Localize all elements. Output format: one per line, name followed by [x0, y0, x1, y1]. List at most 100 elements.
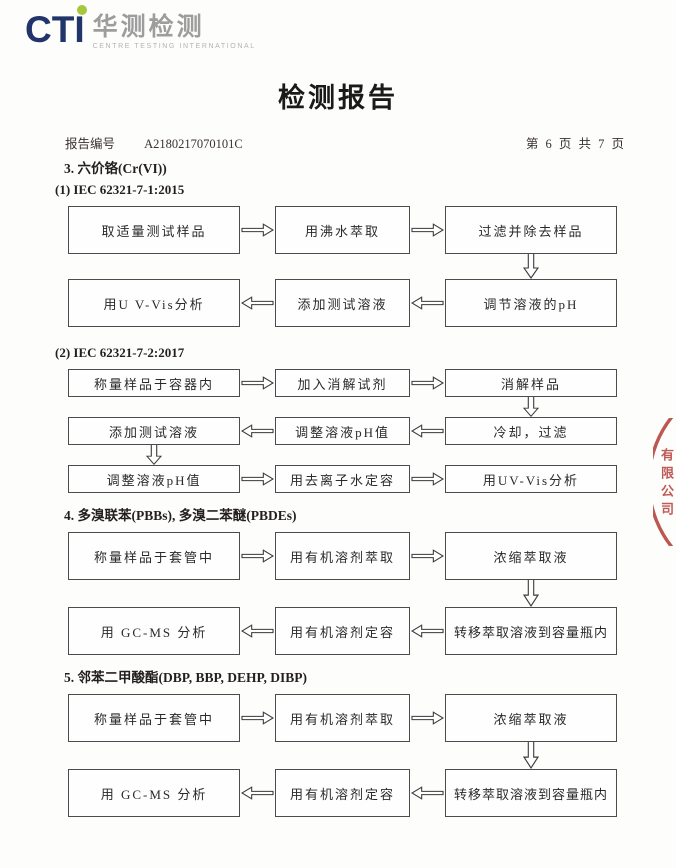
- arrow-down-icon: [523, 580, 539, 607]
- flow-row: 添加测试溶液 调整溶液pH值 冷却，过滤: [68, 417, 618, 445]
- flow-step-label: 用有机溶剂萃取: [290, 549, 396, 565]
- flow-step-label: 转移萃取溶液到容量瓶内: [453, 786, 608, 802]
- flow-row: 取适量测试样品 用沸水萃取 过滤并除去样品: [68, 206, 618, 254]
- cti-logo: CTI: [25, 5, 87, 50]
- flow-row: 用U V-Vis分析 添加测试溶液 调节溶液的pH: [68, 279, 618, 327]
- arrow-right-icon: [411, 711, 445, 725]
- arrow-right-icon: [411, 549, 445, 563]
- arrow-left-icon: [240, 624, 274, 638]
- logo-row: CTI 华测检测 CENTRE TESTING INTERNATIONAL: [0, 0, 676, 50]
- page-indicator: 第 6 页 共 7 页: [525, 137, 626, 151]
- meta-row: 报告编号 A2180217070101C 第 6 页 共 7 页: [65, 133, 626, 152]
- flow-connector-row: [68, 254, 617, 279]
- flow-step-box: 称量样品于套管中: [68, 532, 241, 580]
- flow-step-label: 用有机溶剂定容: [290, 786, 396, 802]
- flow-step-box: 用沸水萃取: [274, 206, 411, 254]
- flow-connector-row: [68, 445, 617, 465]
- flowchart-cr6-method1: 取适量测试样品 用沸水萃取 过滤并除去样品 用U V-Vis分析 添加测试溶液 …: [0, 206, 676, 327]
- flow-step-box: 用有机溶剂定容: [274, 607, 411, 655]
- arrow-left-icon: [411, 624, 444, 638]
- flow-step-label: 用有机溶剂萃取: [290, 711, 396, 727]
- report-title: 检测报告: [278, 83, 398, 113]
- arrow-right-icon: [411, 472, 445, 486]
- flow-arrow-cell: [240, 465, 275, 493]
- flow-step-box: 用去离子水定容: [274, 465, 411, 493]
- flow-step-box: 用有机溶剂定容: [274, 769, 411, 817]
- flow-step-label: 浓缩萃取液: [493, 549, 569, 565]
- arrow-left-icon: [411, 786, 444, 800]
- flow-step-label: 添加测试溶液: [109, 424, 200, 440]
- section-heading-4: 4. 多溴联苯(PBBs), 多溴二苯醚(PBDEs): [64, 508, 297, 523]
- arrow-right-icon: [241, 376, 274, 390]
- flow-step-box: 添加测试溶液: [68, 417, 241, 445]
- flow-arrow-cell: [240, 532, 275, 580]
- flow-step-box: 浓缩萃取液: [444, 532, 618, 580]
- flow-step-label: 加入消解试剂: [297, 376, 388, 392]
- flow-arrow-cell: [240, 369, 275, 397]
- flow-step-box: 称量样品于容器内: [68, 369, 241, 397]
- company-name-cn: 华测检测: [92, 13, 205, 41]
- flow-arrow-cell: [410, 206, 445, 254]
- flow-step-label: 用沸水萃取: [305, 223, 381, 239]
- flow-step-label: 转移萃取溶液到容量瓶内: [453, 624, 608, 640]
- arrow-right-icon: [241, 472, 274, 486]
- section-heading-5: 5. 邻苯二甲酸酯(DBP, BBP, DEHP, DIBP): [64, 670, 308, 685]
- arrow-left-icon: [240, 424, 274, 438]
- flow-step-box: 消解样品: [444, 369, 618, 397]
- flow-step-box: 转移萃取溶液到容量瓶内: [444, 769, 618, 817]
- flow-step-label: 浓缩萃取液: [493, 711, 569, 727]
- flow-step-box: 用U V-Vis分析: [68, 279, 241, 327]
- flow-arrow-cell: [240, 607, 275, 655]
- flow-step-label: 调整溶液pH值: [106, 472, 202, 488]
- flow-step-label: 用 GC-MS 分析: [100, 786, 208, 802]
- arrow-right-icon: [241, 711, 274, 725]
- arrow-right-icon: [241, 223, 274, 237]
- arrow-right-icon: [241, 549, 274, 563]
- report-number-value: A2180217070101C: [144, 137, 243, 151]
- flow-step-label: 用有机溶剂定容: [290, 624, 396, 640]
- flow-arrow-cell: [410, 279, 445, 327]
- arrow-right-icon: [411, 223, 445, 237]
- flow-step-box: 用有机溶剂萃取: [274, 694, 411, 742]
- flow-arrow-cell: [410, 532, 445, 580]
- flow-arrow-cell: [240, 417, 275, 445]
- flowchart-pbb-pbde: 称量样品于套管中 用有机溶剂萃取 浓缩萃取液 用 GC-MS 分析 用有机溶剂定…: [0, 532, 676, 655]
- report-number: 报告编号 A2180217070101C: [65, 133, 243, 152]
- flow-arrow-cell: [410, 694, 445, 742]
- flow-connector-row: [68, 397, 617, 417]
- flow-step-box: 加入消解试剂: [274, 369, 411, 397]
- flow-row: 称量样品于容器内 加入消解试剂 消解样品: [68, 369, 618, 397]
- flow-row: 称量样品于套管中 用有机溶剂萃取 浓缩萃取液: [68, 532, 618, 580]
- arrow-down-icon: [523, 254, 539, 279]
- flow-step-box: 添加测试溶液: [274, 279, 411, 327]
- flow-arrow-cell: [240, 206, 275, 254]
- flow-arrow-cell: [410, 417, 445, 445]
- report-number-label: 报告编号: [65, 137, 116, 151]
- flow-step-label: 过滤并除去样品: [478, 223, 584, 239]
- flow-step-label: 用U V-Vis分析: [103, 296, 205, 312]
- flow-step-label: 消解样品: [500, 376, 561, 392]
- flow-step-label: 取适量测试样品: [101, 223, 207, 239]
- company-name-en: CENTRE TESTING INTERNATIONAL: [92, 43, 256, 50]
- flow-step-label: 冷却，过滤: [493, 424, 569, 440]
- flow-step-box: 调整溶液pH值: [68, 465, 241, 493]
- arrow-down-icon: [146, 445, 162, 465]
- logo-names: 华测检测 CENTRE TESTING INTERNATIONAL: [93, 10, 256, 50]
- flow-step-box: 用UV-Vis分析: [444, 465, 618, 493]
- flow-step-box: 过滤并除去样品: [444, 206, 618, 254]
- flow-step-box: 调节溶液的pH: [444, 279, 618, 327]
- method-heading-iec-62321-7-1: (1) IEC 62321-7-1:2015: [55, 182, 185, 197]
- flow-step-box: 取适量测试样品: [68, 206, 241, 254]
- flow-arrow-cell: [240, 769, 275, 817]
- flow-row: 用 GC-MS 分析 用有机溶剂定容 转移萃取溶液到容量瓶内: [68, 607, 618, 655]
- flow-arrow-cell: [240, 279, 275, 327]
- flow-step-label: 称量样品于套管中: [94, 711, 215, 727]
- flow-step-box: 用 GC-MS 分析: [68, 607, 241, 655]
- arrow-down-icon: [523, 397, 539, 417]
- cti-logo-text: CTI: [25, 9, 85, 50]
- flow-step-label: 用UV-Vis分析: [482, 472, 580, 488]
- arrow-down-icon: [523, 742, 539, 769]
- flow-arrow-cell: [410, 607, 445, 655]
- flow-step-label: 用 GC-MS 分析: [100, 624, 208, 640]
- flow-step-box: 调整溶液pH值: [274, 417, 411, 445]
